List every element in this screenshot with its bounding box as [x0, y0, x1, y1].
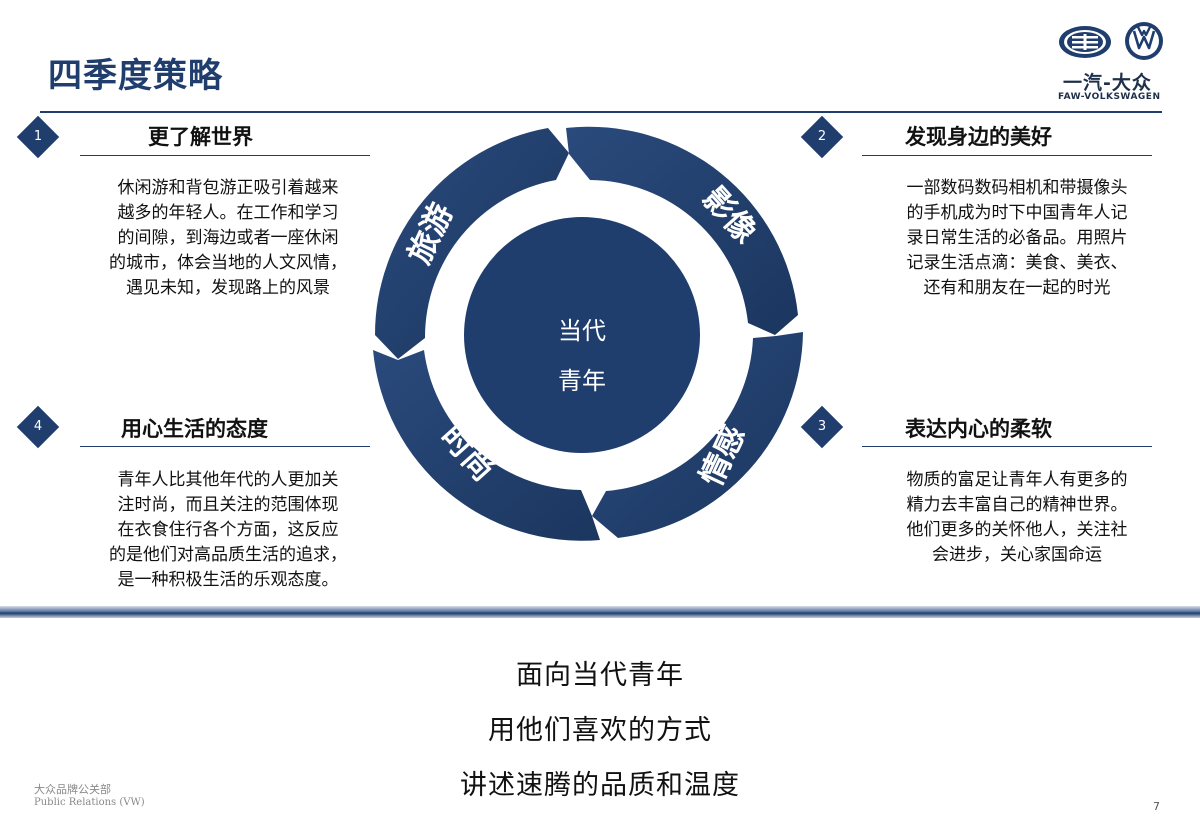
section-2-line: 录日常生活的必备品。用照片: [906, 228, 1128, 248]
slogan-line-3: 讲述速腾的品质和温度: [460, 770, 740, 801]
section-4-title: 用心生活的态度: [121, 417, 268, 441]
brand-logo: [1059, 22, 1163, 60]
section-2-line: 一部数码数码相机和带摄像头: [906, 178, 1128, 198]
page-number: 7: [1153, 800, 1160, 813]
section-1-title: 更了解世界: [148, 125, 253, 149]
section-1-line: 休闲游和背包游正吸引着越来: [117, 178, 339, 198]
cycle-diagram: 旅游 影像 情感 时尚 当代 青年: [373, 126, 803, 541]
section-3-number: 3: [817, 419, 827, 434]
section-3-rule: [862, 446, 1152, 447]
header-divider: [40, 111, 1162, 113]
section-2-title: 发现身边的美好: [905, 125, 1052, 149]
section-3-line: 会进步，关心家国命运: [932, 545, 1102, 565]
section-2-line: 还有和朋友在一起的时光: [923, 278, 1111, 298]
cycle-segment-imaging: [566, 126, 798, 336]
section-4-marker: 4: [16, 405, 60, 449]
section-3-marker: 3: [800, 405, 844, 449]
cycle-center-line-2: 青年: [558, 367, 606, 395]
slogan-line-1: 面向当代青年: [516, 660, 684, 691]
logo-text-en: FAW-VOLKSWAGEN: [1058, 92, 1161, 102]
section-4-line: 青年人比其他年代的人更加关: [117, 470, 339, 490]
section-2-number: 2: [817, 129, 827, 144]
section-2-body: 一部数码数码相机和带摄像头 的手机成为时下中国青年人记 录日常生活的必备品。用照…: [860, 176, 1174, 301]
section-4-line: 在衣食住行各个方面，这反应: [117, 520, 339, 540]
faw-logo-icon: [1059, 26, 1111, 58]
section-3-body: 物质的富足让青年人有更多的 精力去丰富自己的精神世界。 他们更多的关怀他人，关注…: [860, 468, 1174, 568]
section-3-line: 他们更多的关怀他人，关注社: [906, 520, 1128, 540]
divider-band: [0, 606, 1200, 618]
section-2-line: 的手机成为时下中国青年人记: [906, 203, 1128, 223]
section-1-line: 遇见未知，发现路上的风景: [126, 278, 330, 298]
logo-text-cn: 一汽-大众: [1063, 72, 1152, 94]
section-1-number: 1: [33, 129, 43, 144]
section-4-line: 是一种积极生活的乐观态度。: [117, 570, 339, 590]
section-2-line: 记录生活点滴：美食、美衣、: [906, 253, 1128, 273]
section-1-rule: [80, 155, 370, 156]
section-2-rule: [862, 155, 1152, 156]
section-3-line: 精力去丰富自己的精神世界。: [906, 495, 1128, 515]
slogan-line-2: 用他们喜欢的方式: [488, 715, 712, 746]
section-3-title: 表达内心的柔软: [905, 417, 1052, 441]
section-3-line: 物质的富足让青年人有更多的: [906, 470, 1128, 490]
cycle-segment-emotion: [592, 332, 803, 538]
footer-department-cn: 大众品牌公关部: [34, 783, 111, 796]
cycle-center-circle: [464, 217, 700, 453]
section-4-body: 青年人比其他年代的人更加关 注时尚，而且关注的范围体现 在衣食住行各个方面，这反…: [70, 468, 386, 593]
section-1-body: 休闲游和背包游正吸引着越来 越多的年轻人。在工作和学习 的间隙，到海边或者一座休…: [70, 176, 386, 301]
section-1-marker: 1: [16, 115, 60, 159]
section-1-line: 的间隙，到海边或者一座休闲: [117, 228, 339, 248]
section-4-line: 注时尚，而且关注的范围体现: [117, 495, 339, 515]
page-title: 四季度策略: [48, 56, 223, 96]
section-4-rule: [80, 446, 370, 447]
section-4-number: 4: [33, 419, 43, 434]
vw-logo-icon: [1125, 22, 1163, 60]
section-2-marker: 2: [800, 115, 844, 159]
section-1-line: 的城市，体会当地的人文风情，: [109, 253, 347, 273]
section-1-line: 越多的年轻人。在工作和学习: [117, 203, 339, 223]
footer-department-en: Public Relations (VW): [34, 797, 145, 808]
section-4-line: 的是他们对高品质生活的追求，: [109, 545, 347, 565]
cycle-segment-fashion: [373, 350, 600, 541]
cycle-center-line-1: 当代: [558, 317, 606, 345]
cycle-segment-travel: [374, 128, 569, 359]
